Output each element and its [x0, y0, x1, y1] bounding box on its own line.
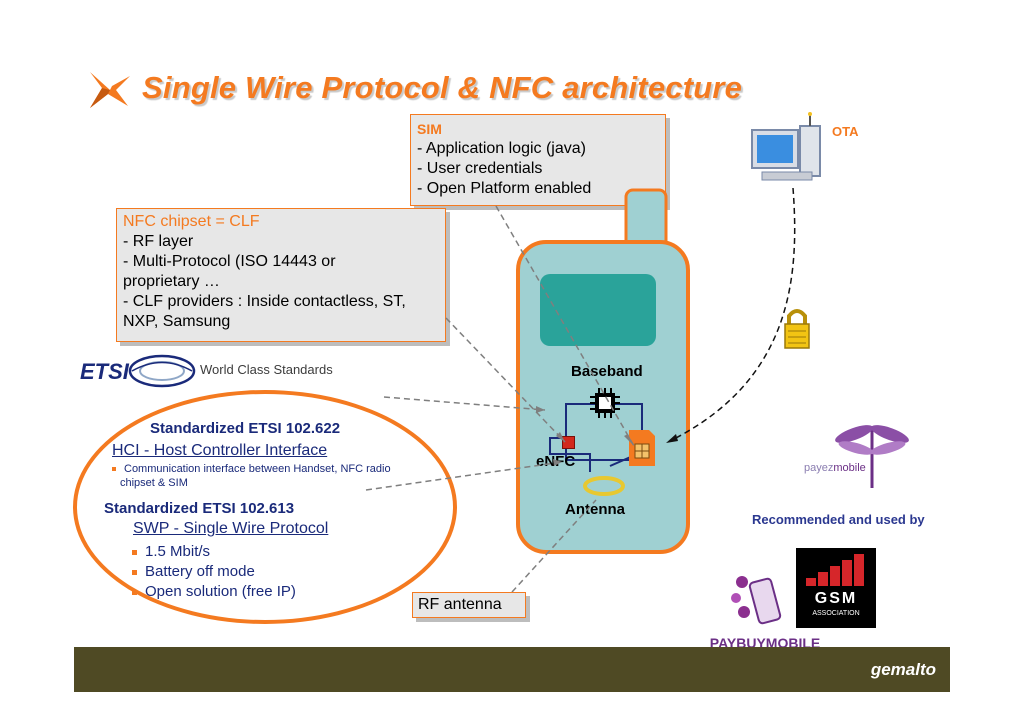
hci-bullet: Communication interface between Handset,…	[112, 463, 391, 475]
lock-icon	[784, 309, 810, 349]
hci-link: HCI - Host Controller Interface	[112, 442, 328, 459]
swp-bullet-text: Battery off mode	[145, 563, 255, 580]
rf-antenna-label: RF antenna	[418, 596, 502, 613]
antenna-coil-icon	[583, 476, 625, 496]
nfc-line: NXP, Samsung	[123, 313, 231, 330]
antenna-label: Antenna	[565, 501, 625, 518]
swp-bullet-text: 1.5 Mbit/s	[145, 543, 211, 560]
nfc-chipset-box: NFC chipset = CLF - RF layer - Multi-Pro…	[116, 208, 446, 342]
bullet-icon	[132, 569, 137, 575]
ota-label: OTA	[832, 124, 859, 139]
swp-bullet: Battery off mode	[132, 563, 255, 580]
sim-line: - Open Platform enabled	[417, 180, 592, 197]
gsm-association-text: ASSOCIATION	[812, 610, 860, 617]
hci-standard-title: Standardized ETSI 102.622	[150, 420, 341, 437]
swp-bullet: 1.5 Mbit/s	[132, 543, 210, 560]
ota-computer-icon	[751, 112, 821, 181]
title-star-icon	[90, 72, 130, 108]
payez-mobile-logo: payezmobile	[804, 462, 866, 474]
gemalto-logo: gemalto	[870, 660, 936, 679]
etsi-tagline: World Class Standards	[200, 362, 333, 377]
swp-bullet: Open solution (free IP)	[132, 583, 296, 600]
standards-ellipse	[73, 390, 457, 624]
sim-box: SIM - Application logic (java) - User cr…	[410, 114, 666, 206]
hci-bullet-cont: chipset & SIM	[120, 477, 188, 489]
mobile-text: mobile	[833, 462, 866, 474]
gsm-text: GSM	[814, 590, 858, 607]
gsm-association-logo: GSM ASSOCIATION	[796, 548, 876, 628]
etsi-logo: ETSI	[80, 354, 196, 388]
slide-title: Single Wire Protocol & NFC architecture	[142, 70, 743, 105]
dragonfly-logo-icon	[835, 425, 909, 488]
nfc-line: - RF layer	[123, 233, 194, 250]
nfc-box-heading: NFC chipset = CLF	[123, 213, 260, 230]
swp-bullet-text: Open solution (free IP)	[145, 583, 296, 600]
sim-card-icon	[629, 430, 655, 466]
sim-line: - User credentials	[417, 160, 543, 177]
swp-standard-title: Standardized ETSI 102.613	[104, 500, 295, 517]
footer-bar	[74, 647, 950, 692]
baseband-label: Baseband	[571, 363, 643, 380]
paybuy-phone-icon	[731, 576, 782, 625]
recommended-label: Recommended and used by	[752, 512, 925, 527]
nfc-line: proprietary …	[123, 273, 220, 290]
etsi-logo-text: ETSI	[80, 359, 130, 384]
nfc-line: - CLF providers : Inside contactless, ST…	[123, 293, 406, 310]
sim-line: - Application logic (java)	[417, 140, 586, 157]
bullet-icon	[132, 549, 137, 555]
sim-box-heading: SIM	[417, 121, 442, 137]
gsm-bars-icon	[806, 554, 864, 586]
payez-text: payez	[804, 462, 834, 474]
bullet-icon	[112, 467, 116, 472]
bullet-icon	[132, 589, 137, 595]
hci-bullet-text: Communication interface between Handset,…	[124, 463, 391, 475]
enfc-chip-icon	[562, 436, 575, 449]
swp-link: SWP - Single Wire Protocol	[133, 520, 329, 537]
rf-antenna-box: RF antenna	[412, 592, 526, 618]
nfc-line: - Multi-Protocol (ISO 14443 or	[123, 253, 336, 270]
